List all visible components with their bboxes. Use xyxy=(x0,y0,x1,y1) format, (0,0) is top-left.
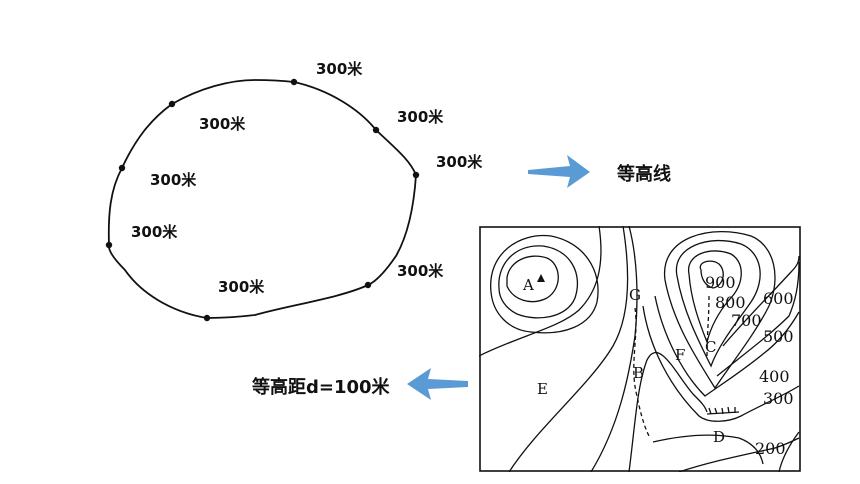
elevation-label: 400 xyxy=(759,367,790,386)
point-label: B xyxy=(633,364,644,382)
contour-point xyxy=(118,164,126,172)
contour-interval-label: 等高距d=100米 xyxy=(252,377,390,398)
point-label: G xyxy=(629,286,641,304)
arrow-right-icon xyxy=(528,155,590,188)
contour-line xyxy=(664,230,776,390)
contour-line xyxy=(628,351,708,472)
loop-label: 300米 xyxy=(150,171,197,189)
contour-point xyxy=(290,78,298,86)
loop-label: 300米 xyxy=(316,60,363,78)
contour-line xyxy=(642,305,800,422)
contour-line xyxy=(778,431,800,472)
loop-label: 300米 xyxy=(397,108,444,126)
point-label: F xyxy=(675,346,685,364)
dashed-line xyxy=(633,307,650,437)
contour-line xyxy=(675,239,761,368)
point-label: A xyxy=(522,276,534,294)
contour-line xyxy=(479,226,602,357)
contour-line xyxy=(652,434,764,465)
cliff-hatch xyxy=(706,406,740,415)
point-label: C xyxy=(705,338,716,356)
elevation-label: 200 xyxy=(755,439,786,458)
contour-line xyxy=(508,226,629,472)
contour-line xyxy=(699,260,724,289)
loop-label: 300米 xyxy=(199,115,246,133)
elevation-label: 600 xyxy=(763,289,794,308)
contour-point xyxy=(105,241,113,249)
elevation-label: 300 xyxy=(763,389,794,408)
contour-point xyxy=(168,100,176,108)
summit-icon xyxy=(537,274,545,282)
point-label: D xyxy=(713,428,725,446)
contour-point xyxy=(364,281,372,289)
loop-label: 300米 xyxy=(131,223,178,241)
loop-label: 300米 xyxy=(218,278,265,296)
contour-line-label: 等高线 xyxy=(617,164,671,185)
contour-point xyxy=(372,126,380,134)
contour-line xyxy=(688,250,742,345)
contour-line xyxy=(506,255,559,303)
loop-label: 300米 xyxy=(436,153,483,171)
elevation-label: 700 xyxy=(731,311,762,330)
contour-line xyxy=(716,261,800,377)
dashed-line xyxy=(706,295,710,357)
map-frame xyxy=(479,226,801,472)
contour-line xyxy=(654,295,800,397)
contour-point xyxy=(412,171,420,179)
contour-line xyxy=(490,234,599,334)
contour-line xyxy=(498,245,579,319)
elevation-label: 900 xyxy=(705,273,736,292)
elevation-label: 500 xyxy=(763,327,794,346)
loop-label: 300米 xyxy=(397,262,444,280)
contour-line xyxy=(722,255,800,347)
contour-map: A G F C B E D 900 800 700 600 500 400 30… xyxy=(479,226,801,472)
contour-point xyxy=(203,314,211,322)
point-label: E xyxy=(537,380,548,398)
arrow-left-icon xyxy=(407,368,468,400)
elevation-label: 800 xyxy=(715,293,746,312)
